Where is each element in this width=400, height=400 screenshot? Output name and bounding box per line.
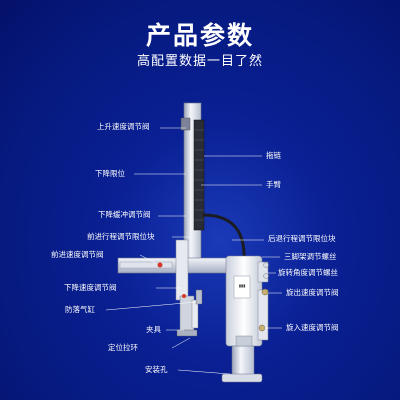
page-subtitle: 高配置数据一目了然: [136, 54, 263, 69]
label-mount-hole: 安装孔: [145, 365, 168, 374]
main-body: [225, 255, 263, 347]
label-down-buffer-valve: 下降缓冲调节阀: [98, 210, 151, 219]
base-column: [231, 345, 255, 377]
cable: [202, 213, 246, 263]
leader-mount-hole: [177, 369, 231, 375]
leader-anti-drop: [105, 301, 197, 311]
label-drag-chain: 拖链: [266, 151, 281, 160]
label-in-speed-valve: 旋入速度调节阀: [286, 323, 339, 332]
label-clamp: 夹具: [146, 325, 161, 334]
label-forward-speed-valve: 前进速度调节阀: [51, 250, 104, 259]
leader-positioning: [171, 337, 191, 349]
label-down-speed-valve: 下降速度调节阀: [64, 283, 117, 292]
mount-flange: [221, 373, 263, 383]
svg-text:▮▮▮: ▮▮▮: [239, 283, 246, 288]
label-arm: 手臂: [266, 180, 281, 189]
label-back-limit-block: 后退行程调节限位块: [268, 234, 336, 243]
label-positioning-ring: 定位拉环: [108, 343, 138, 352]
label-rotation-angle-screw: 旋转角度调节螺丝: [278, 268, 338, 277]
label-forward-limit-block: 前进行程调节限位块: [87, 232, 155, 241]
label-out-speed-valve: 旋出速度调节阀: [286, 288, 339, 297]
drag-chain: [193, 119, 205, 231]
label-anti-drop-cylinder: 防落气缸: [65, 305, 95, 314]
label-lower-limit: 下降限位: [95, 169, 125, 178]
page-title: 产品参数: [145, 21, 254, 50]
leader-forward-speed: [139, 254, 157, 264]
label-up-speed-valve: 上升速度调节阀: [97, 122, 150, 131]
label-tripod-screw: 三脚架调节螺丝: [284, 252, 337, 261]
